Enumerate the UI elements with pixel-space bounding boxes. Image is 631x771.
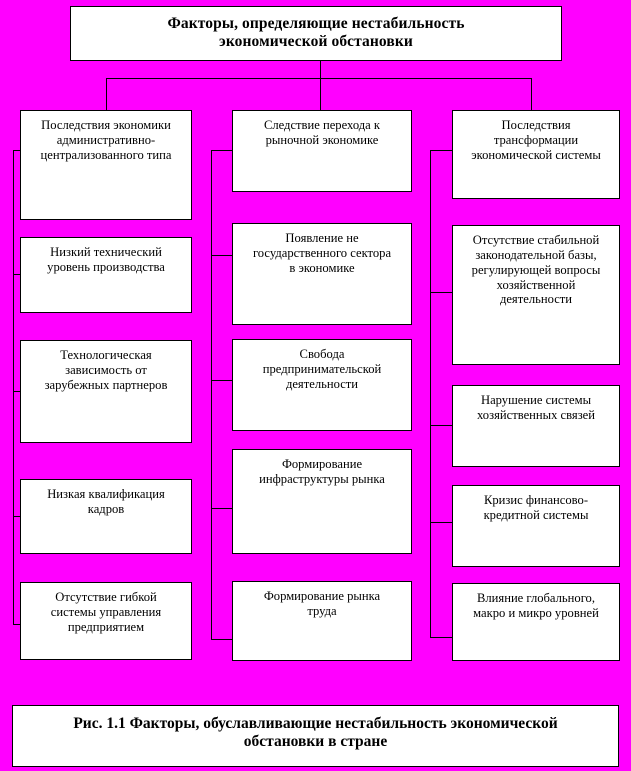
column-right-spine (430, 150, 431, 637)
column-middle-item-3-text: Формирование инфраструктуры рынка (259, 457, 385, 486)
column-middle-header-box: Следствие перехода к рыночной экономике (232, 110, 412, 192)
trunk-drop-right (531, 78, 532, 110)
column-middle-stub-3 (211, 508, 233, 509)
column-left-item-3-text: Низкая квалификация кадров (47, 487, 165, 516)
column-middle-item-3-box: Формирование инфраструктуры рынка (232, 449, 412, 554)
trunk-drop-left (106, 78, 107, 110)
column-middle-item-4-box: Формирование рынка труда (232, 581, 412, 661)
column-right-item-3-box: Кризис финансово- кредитной системы (452, 485, 620, 567)
column-left-stub-3 (13, 516, 21, 517)
column-middle-item-1-text: Появление не государственного сектора в … (252, 231, 392, 275)
column-right-item-1-box: Отсутствие стабильной законодательной ба… (452, 225, 620, 365)
column-right-stub-3 (430, 522, 453, 523)
column-right-stub-4 (430, 637, 453, 638)
column-middle-stub-1 (211, 255, 233, 256)
column-left-item-2-box: Технологическая зависимость от зарубежны… (20, 340, 192, 443)
column-right-header-box: Последствия трансформации экономической … (452, 110, 620, 199)
column-right-item-2-box: Нарушение системы хозяйственных связей (452, 385, 620, 467)
column-left-spine (13, 150, 14, 624)
column-middle-item-2-text: Свобода предпринимательской деятельности (262, 347, 382, 391)
trunk-horizontal-bus (106, 78, 531, 79)
figure-caption-text: Рис. 1.1 Факторы, обуславливающие нестаб… (73, 715, 558, 751)
column-right-stub-2 (430, 425, 453, 426)
column-middle-item-4-text: Формирование рынка труда (263, 589, 381, 618)
column-left-item-1-box: Низкий технический уровень производства (20, 237, 192, 313)
column-middle-stub-2 (211, 380, 233, 381)
trunk-drop-middle (320, 78, 321, 110)
column-right-item-4-box: Влияние глобального, макро и микро уровн… (452, 583, 620, 661)
column-left-stub-header (13, 150, 21, 151)
column-right-item-3-text: Кризис финансово- кредитной системы (483, 493, 589, 522)
column-right-item-1-text: Отсутствие стабильной законодательной ба… (471, 233, 601, 307)
column-left-stub-2 (13, 391, 21, 392)
column-left-stub-1 (13, 274, 21, 275)
column-right-stub-1 (430, 292, 453, 293)
column-left-item-3-box: Низкая квалификация кадров (20, 479, 192, 554)
column-left-item-2-text: Технологическая зависимость от зарубежны… (44, 348, 168, 392)
column-middle-item-2-box: Свобода предпринимательской деятельности (232, 339, 412, 431)
diagram-title-box: Факторы, определяющие нестабильность эко… (70, 6, 562, 61)
column-left-item-4-box: Отсутствие гибкой системы управления пре… (20, 582, 192, 660)
column-middle-spine (211, 150, 212, 639)
column-middle-header-text: Следствие перехода к рыночной экономике (263, 118, 381, 147)
column-left-header-box: Последствия экономики административно- ц… (20, 110, 192, 220)
column-right-item-4-text: Влияние глобального, макро и микро уровн… (473, 591, 599, 620)
column-right-item-2-text: Нарушение системы хозяйственных связей (476, 393, 596, 422)
column-left-stub-4 (13, 624, 21, 625)
column-left-item-4-text: Отсутствие гибкой системы управления пре… (50, 590, 162, 634)
column-right-stub-header (430, 150, 453, 151)
column-middle-stub-4 (211, 639, 233, 640)
figure-caption-box: Рис. 1.1 Факторы, обуславливающие нестаб… (12, 705, 619, 767)
diagram-title-text: Факторы, определяющие нестабильность эко… (167, 15, 465, 51)
column-middle-item-1-box: Появление не государственного сектора в … (232, 223, 412, 325)
column-middle-stub-header (211, 150, 233, 151)
column-left-header-text: Последствия экономики административно- ц… (40, 118, 172, 162)
column-left-item-1-text: Низкий технический уровень производства (47, 245, 165, 274)
trunk-vertical-from-title (320, 61, 321, 78)
column-right-header-text: Последствия трансформации экономической … (471, 118, 601, 162)
